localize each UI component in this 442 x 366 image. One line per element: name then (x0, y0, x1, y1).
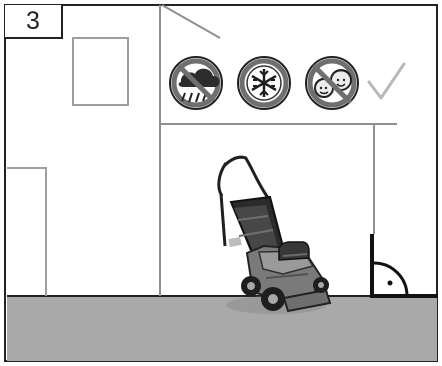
step-number: 3 (5, 5, 63, 39)
no-frost-icon (238, 57, 290, 109)
no-children-icon (306, 57, 358, 109)
no-rain-icon (170, 57, 222, 109)
ground (7, 296, 437, 361)
